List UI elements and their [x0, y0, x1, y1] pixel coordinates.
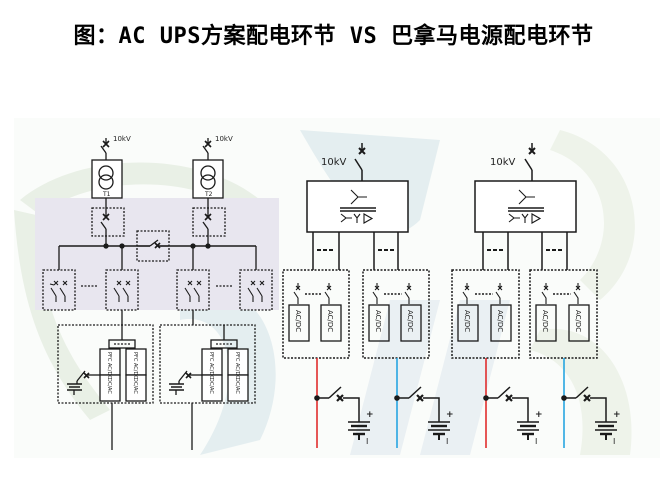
battery-icon-ups-2 — [169, 383, 184, 395]
panama-diagram: 10kV AC/DC AC/DC — [282, 143, 621, 448]
rectifier-label-2a: PFC AC/DC — [208, 352, 214, 379]
voltage-label-1: 10kV — [113, 135, 131, 143]
switch-blade — [328, 386, 342, 399]
inverter-label-2b: DC/AC — [234, 378, 240, 394]
breaker-box-1 — [91, 207, 125, 237]
converter-label-2: AC/DC — [326, 310, 334, 332]
inverter-label-2a: DC/AC — [208, 378, 214, 394]
converter-label-6: AC/DC — [496, 310, 504, 332]
converter-label-1: AC/DC — [294, 310, 302, 332]
battery-minus-label: I — [535, 437, 537, 446]
battery-plus-label: + — [613, 410, 621, 420]
rectifier-cabinet-2b — [529, 269, 598, 359]
battery-branches: +I+I+I+I — [314, 386, 621, 446]
ups-parallel-link-1 — [108, 339, 136, 349]
rectifier-cabinet-1b — [362, 269, 430, 359]
battery-lead — [590, 397, 607, 422]
battery-branch-4: +I — [561, 386, 621, 446]
switch-blade — [497, 386, 511, 399]
switch-blade — [575, 386, 589, 399]
main-bus — [58, 230, 257, 270]
phase-shift-transformer-box-1 — [306, 180, 409, 233]
battery-minus-label: I — [613, 437, 615, 446]
battery-branch-3: +I — [483, 386, 543, 446]
voltage-label-2: 10kV — [215, 135, 233, 143]
rectifier-cabinet-1a — [282, 269, 350, 359]
battery-plus-label: + — [446, 410, 454, 420]
panama-unit-1: 10kV AC/DC AC/DC — [282, 143, 430, 448]
battery-lead — [343, 397, 360, 422]
battery-minus-label: I — [366, 437, 368, 446]
breaker-x-icon — [416, 394, 424, 402]
battery-icon — [348, 421, 370, 440]
battery-icon — [428, 421, 450, 440]
converter-label-5: AC/DC — [463, 310, 471, 332]
inverter-label-1a: DC/AC — [106, 378, 112, 394]
battery-icon — [595, 421, 617, 440]
ups-module-2: PFC AC/DC DC/AC PFC AC/DC DC/AC — [159, 310, 256, 450]
ups-module-1: PFC AC/DC DC/AC PFC AC/DC DC/AC — [57, 310, 154, 450]
switch-blade — [408, 386, 422, 399]
phase-shift-transformer-box-2 — [474, 180, 577, 233]
phase-shift-transformer-icon-1 — [340, 189, 376, 224]
battery-plus-label: + — [535, 410, 543, 420]
transformer-label-1: T1 — [102, 191, 111, 198]
figure-title: 图：AC UPS方案配电环节 VS 巴拿马电源配电环节 — [73, 24, 594, 49]
breaker-x-icon — [336, 394, 344, 402]
transformer-label-2: T2 — [204, 191, 213, 198]
battery-branch-1: +I — [314, 386, 374, 446]
rectifier-label-1b: PFC AC/DC — [132, 352, 138, 379]
rectifier-cabinet-2a — [451, 269, 520, 359]
transformer-icon-2 — [200, 165, 216, 181]
battery-icon-ups-1 — [67, 383, 82, 395]
breaker-x-icon — [583, 394, 591, 402]
inverter-label-1b: DC/AC — [132, 378, 138, 394]
battery-lead — [512, 397, 529, 422]
input-feeder-1: 10kV T1 — [91, 135, 131, 246]
battery-lead — [423, 397, 440, 422]
battery-plus-label: + — [366, 410, 374, 420]
input-feeder-2: 10kV T2 — [192, 135, 233, 246]
converter-label-7: AC/DC — [541, 310, 549, 332]
panama-unit-2: 10kV AC/DC AC/DC — [451, 143, 598, 448]
transformer-box-1 — [91, 159, 123, 199]
breaker-box-2 — [192, 207, 226, 237]
converter-label-3: AC/DC — [374, 310, 382, 332]
rectifier-label-2b: PFC AC/DC — [234, 352, 240, 379]
battery-minus-label: I — [446, 437, 448, 446]
ac-ups-diagram: 10kV T1 10kV T2 — [35, 135, 279, 450]
transformer-icon-1 — [98, 165, 114, 181]
battery-icon — [517, 421, 539, 440]
phase-shift-transformer-icon-2 — [508, 189, 544, 224]
voltage-label-4: 10kV — [490, 157, 516, 168]
breaker-x-icon — [505, 394, 513, 402]
converter-label-8: AC/DC — [574, 310, 582, 332]
voltage-label-3: 10kV — [321, 157, 347, 168]
converter-label-4: AC/DC — [406, 310, 414, 332]
battery-branch-2: +I — [394, 386, 454, 446]
rectifier-label-1a: PFC AC/DC — [106, 352, 112, 379]
